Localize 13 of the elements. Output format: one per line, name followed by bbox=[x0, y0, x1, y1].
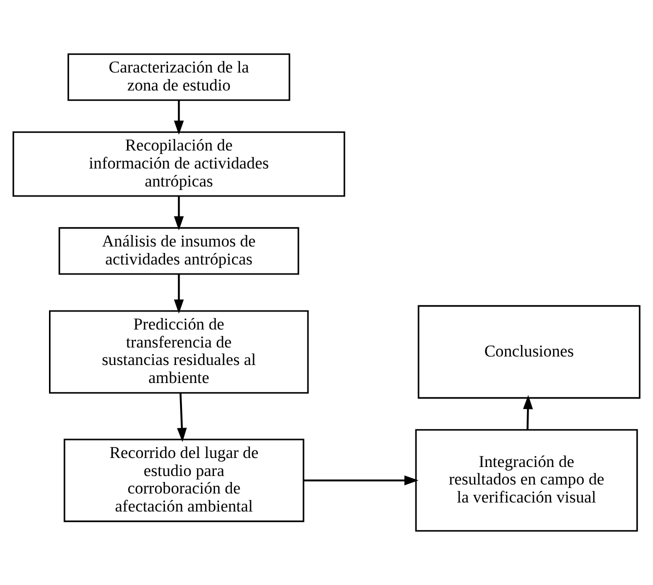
arrow bbox=[174, 100, 184, 135]
node-box: Caracterización de la zona de estudio bbox=[68, 53, 290, 101]
arrow bbox=[174, 196, 184, 230]
arrow bbox=[174, 274, 184, 314]
node-box: Integración de resultados en campo de la verificación visual bbox=[415, 429, 638, 532]
node-box: Recopilación de información de actividades antrópicas bbox=[12, 131, 346, 197]
arrow bbox=[523, 395, 533, 430]
node-box: Análisis de insumos de actividades antrópicas bbox=[58, 227, 300, 275]
node-box: Recorrido del lugar de estudio para corroboración de afectación ambiental bbox=[64, 438, 304, 522]
node-box: Conclusiones bbox=[418, 305, 640, 399]
node-box: Predicción de transferencia de sustancias residuales al ambiente bbox=[49, 310, 309, 394]
arrow bbox=[304, 475, 418, 486]
arrow bbox=[176, 393, 187, 442]
